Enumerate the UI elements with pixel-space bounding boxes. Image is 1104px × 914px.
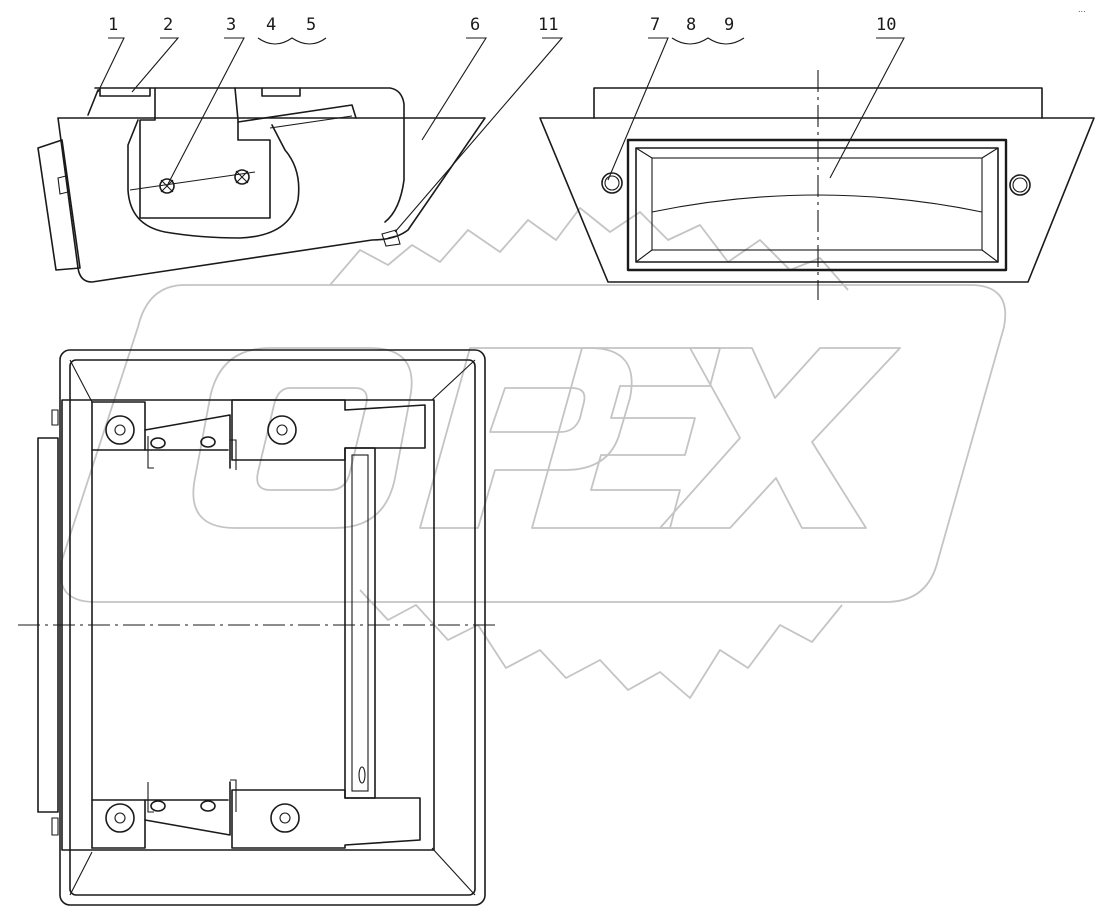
top-view-hinge-top-left — [91, 401, 146, 451]
leader-7 — [607, 37, 669, 181]
watermark-letter-x — [659, 347, 901, 529]
leader-6 — [421, 37, 487, 141]
callout-7: 7 — [650, 15, 660, 35]
top-view-pivot-top-right — [267, 415, 297, 445]
watermark-letter-o — [192, 347, 413, 529]
front-view-opening-corners — [635, 147, 999, 263]
front-view-lens-arc — [651, 194, 983, 213]
top-view-bolt-top-b — [200, 436, 216, 448]
front-view-screw-9-inner — [1012, 177, 1028, 193]
callout-labels: 1 2 3 4 5 6 11 7 8 9 10 ... — [108, 5, 1086, 35]
leader-10 — [829, 37, 905, 179]
side-view — [37, 87, 486, 283]
side-view-flange — [37, 139, 81, 271]
top-view-slot-marker — [358, 766, 366, 784]
watermark-letter-e — [531, 347, 721, 529]
callout-9: 9 — [724, 15, 734, 35]
watermark-rounded-frame — [59, 284, 1007, 603]
callout-8: 8 — [686, 15, 696, 35]
top-view-inner-frame — [69, 359, 476, 896]
side-view-cavity — [127, 119, 300, 239]
top-view-pivot-bottom-right-inner — [279, 812, 291, 824]
leader-1 — [97, 37, 125, 93]
leader-4-5-bracket — [257, 37, 327, 45]
leader-3 — [167, 37, 245, 185]
side-view-lever — [237, 104, 357, 123]
front-view-opening-inner — [635, 147, 999, 263]
callout-10: 10 — [876, 15, 896, 35]
side-view-clip-11 — [381, 229, 401, 247]
top-view-hinge-bottom-right — [231, 789, 421, 849]
top-view-left-flange — [37, 437, 59, 813]
top-view-hinge-bottom-link — [144, 781, 231, 836]
side-view-top-plate — [94, 87, 405, 223]
watermark-gear-bottom — [359, 589, 843, 699]
top-view-pivot-bottom-right — [270, 803, 300, 833]
side-view-housing — [57, 117, 486, 283]
callout-1: 1 — [108, 15, 118, 35]
top-view-hinge-top-right — [231, 399, 426, 461]
front-view — [539, 70, 1095, 300]
top-view-bolt-bottom-a — [150, 800, 166, 812]
top-view-pivot-top-right-inner — [276, 424, 288, 436]
top-view-bolt-top-a — [150, 437, 166, 449]
front-view-opening-recess — [651, 157, 983, 251]
leader-lines — [97, 37, 905, 233]
callout-3: 3 — [226, 15, 236, 35]
side-view-top-plate-inner — [87, 89, 99, 116]
opex-watermark — [59, 207, 1007, 699]
callout-4: 4 — [266, 15, 276, 35]
top-view-hinge-bottom-left — [91, 799, 146, 849]
top-view-vertical-bar — [344, 447, 376, 799]
side-view-bolt-3 — [159, 178, 175, 194]
front-view-screw-7 — [601, 172, 623, 194]
callout-5: 5 — [306, 15, 316, 35]
top-view-vertical-slot — [351, 454, 369, 792]
top-view-pivot-bottom-left-inner — [114, 812, 126, 824]
top-view-hinge-top-tabs — [147, 436, 237, 470]
top-view-bevel-lines — [69, 359, 476, 896]
side-view-bolt-5 — [234, 169, 250, 185]
side-view-top-pad-right — [261, 87, 301, 97]
side-view-bracket — [139, 87, 271, 219]
top-view-outer-frame — [59, 349, 486, 906]
corner-mark: ... — [1078, 5, 1086, 14]
front-view-screw-9 — [1009, 174, 1031, 196]
side-view-flange-detail — [57, 175, 69, 195]
front-view-housing — [539, 117, 1095, 283]
top-view-pivot-bottom-left — [105, 803, 135, 833]
callout-11: 11 — [538, 15, 558, 35]
top-view-left-clips — [51, 409, 59, 836]
front-view-screw-7-inner — [604, 175, 620, 191]
top-view-hinge-bottom-tabs — [147, 779, 237, 813]
callout-2: 2 — [163, 15, 173, 35]
leader-8-9-bracket — [671, 37, 745, 45]
leader-11 — [394, 37, 564, 233]
watermark-gear-top — [329, 207, 849, 291]
leader-2 — [131, 37, 180, 93]
callout-6: 6 — [470, 15, 480, 35]
watermark-letter-p — [419, 347, 633, 529]
top-view-bolt-bottom-b — [200, 800, 216, 812]
top-view — [18, 349, 500, 906]
top-view-pivot-top-left — [105, 415, 135, 445]
side-view-link-rod — [129, 171, 256, 191]
side-view-lever-inner — [269, 115, 353, 129]
top-view-pivot-top-left-inner — [114, 424, 126, 436]
top-view-hinge-top-link — [144, 414, 231, 469]
front-view-opening-outer — [626, 138, 1008, 272]
side-view-top-pad-left — [99, 87, 151, 97]
